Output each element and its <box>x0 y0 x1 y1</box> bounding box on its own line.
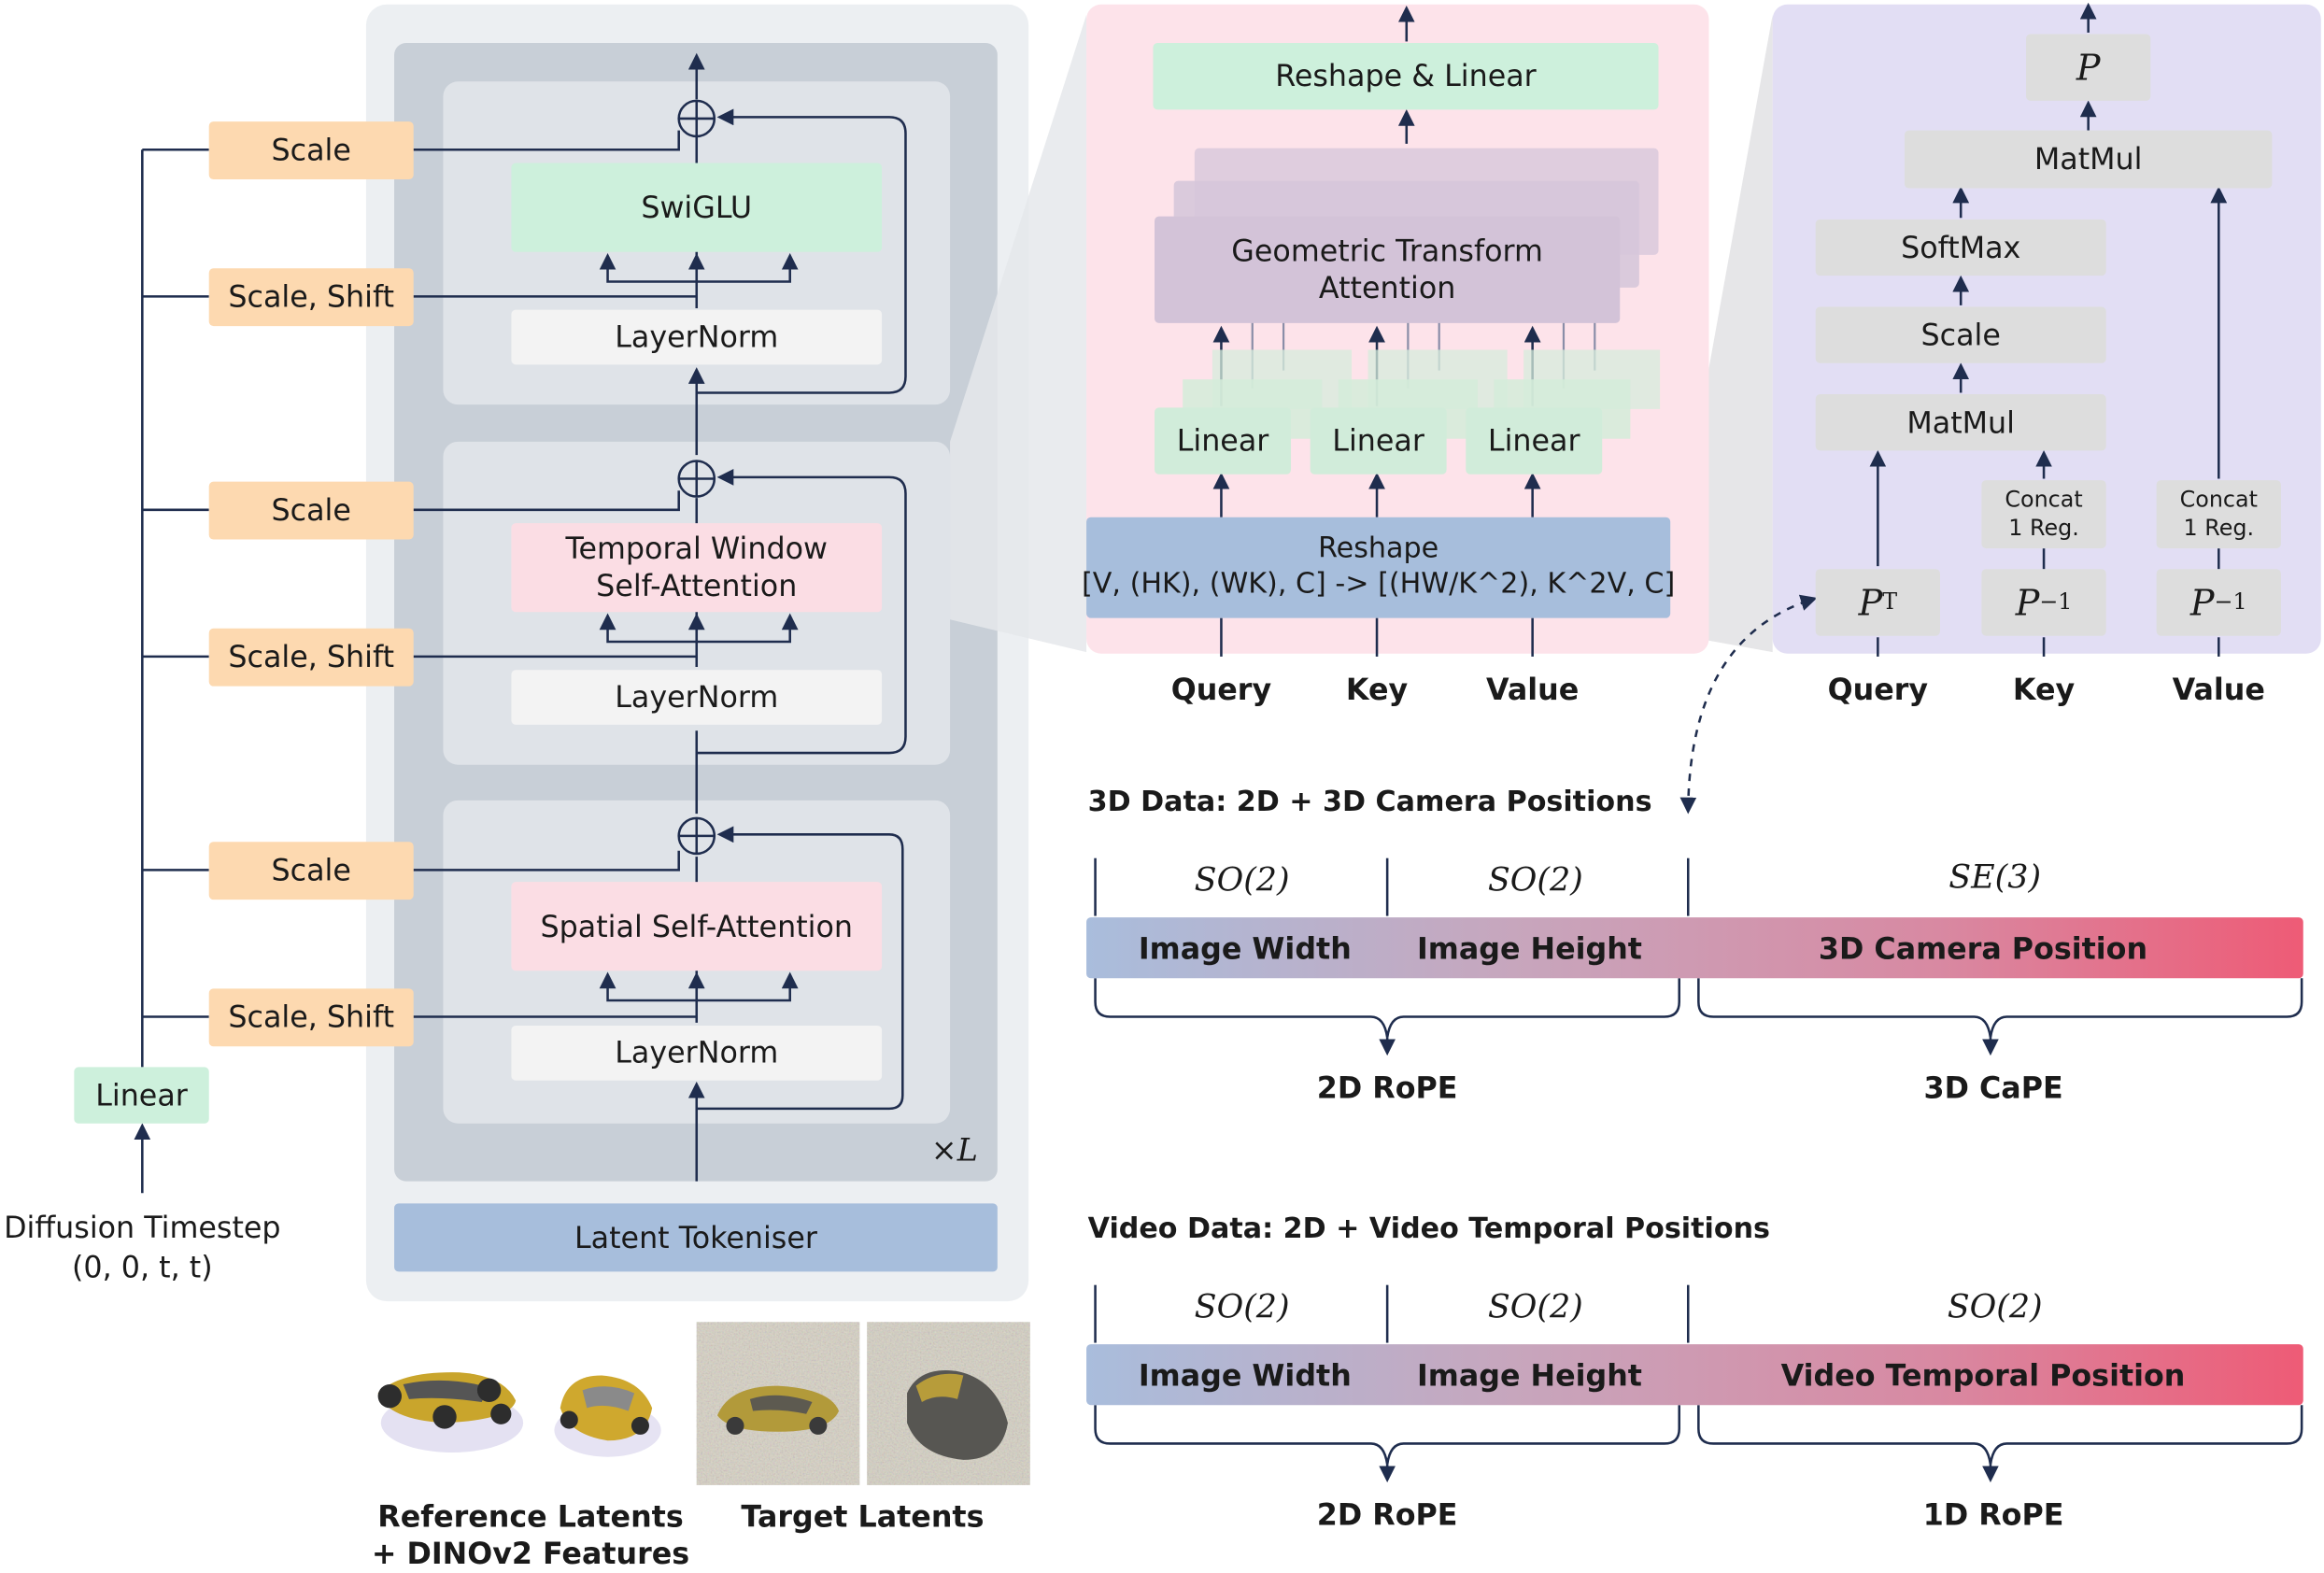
attention-input-query: Query <box>1170 671 1272 707</box>
scale-box-mlp: Scale <box>208 121 414 179</box>
p-output-box: P <box>2026 34 2151 101</box>
concat-value-line2: 1 Reg. <box>2183 514 2255 542</box>
gta-label-line2: Attention <box>1318 269 1456 305</box>
pos3d-group-camera: SE(3) <box>1948 858 2042 897</box>
reference-latents-label-1: Reference Latents <box>377 1497 684 1534</box>
posvid-segment-width: Image Width <box>1138 1356 1352 1393</box>
temporal-attention-box: Temporal Window Self-Attention <box>511 523 883 613</box>
timestep-value: (0, 0, t, t) <box>72 1249 213 1285</box>
posvid-bar <box>1086 1344 2303 1406</box>
latent-tokeniser-box: Latent Tokeniser <box>394 1203 998 1272</box>
scale-box-spatial: Scale <box>208 842 414 900</box>
pos3d-group-width: SO(2) <box>1194 861 1290 900</box>
p-inverse-box-key: P−1 <box>1981 569 2106 636</box>
layernorm-box-mlp: LayerNorm <box>511 309 883 365</box>
scale-shift-box-temporal: Scale, Shift <box>208 628 414 687</box>
concat-box-value: Concat 1 Reg. <box>2156 480 2281 549</box>
spatial-attention-box: Spatial Self-Attention <box>511 882 883 971</box>
linear-box-value: Linear <box>1466 407 1603 475</box>
reshape-linear-box: Reshape & Linear <box>1153 43 1659 110</box>
pos3d-title: 3D Data: 2D + 3D Camera Positions <box>1087 785 1652 818</box>
p-transpose-base: P <box>1858 581 1883 624</box>
pos3d-encoding-3d-cape: 3D CaPE <box>1923 1070 2063 1106</box>
temporal-attention-line2: Self-Attention <box>596 567 798 603</box>
posvid-segment-temporal: Video Temporal Position <box>1780 1356 2186 1393</box>
gta-box: Geometric Transform Attention <box>1155 216 1621 323</box>
reference-latents-label-2: + DINOv2 Features <box>371 1535 690 1571</box>
posvid-group-height: SO(2) <box>1487 1288 1583 1326</box>
gta-label-line1: Geometric Transform <box>1231 233 1543 269</box>
posvid-encoding-1d-rope: 1D RoPE <box>1922 1496 2064 1533</box>
timestep-linear-box: Linear <box>74 1067 209 1124</box>
target-latent-2-image <box>867 1322 1030 1485</box>
reference-car-1-icon <box>377 1372 524 1453</box>
scale-box: Scale <box>1815 306 2106 363</box>
posvid-encoding-2d-rope: 2D RoPE <box>1316 1496 1458 1533</box>
reshape-box: Reshape [V, (HK), (WK), C] -> [(HW/K^2),… <box>1082 517 1675 618</box>
attention-input-value: Value <box>1486 671 1580 707</box>
concat-box-key: Concat 1 Reg. <box>1981 480 2106 549</box>
posvid-segment-height: Image Height <box>1416 1356 1642 1393</box>
layernorm-box-spatial: LayerNorm <box>511 1025 883 1081</box>
repeat-label: ×L <box>930 1132 978 1169</box>
p-transpose-sup: T <box>1882 588 1898 616</box>
attention-input-key: Key <box>1345 671 1409 707</box>
gta-input-value: Value <box>2172 671 2265 707</box>
scale-shift-box-mlp: Scale, Shift <box>208 268 414 327</box>
pos3d-encoding-2d-rope: 2D RoPE <box>1316 1070 1458 1106</box>
posvid-group-temporal: SO(2) <box>1947 1288 2043 1326</box>
pos3d-segment-height: Image Height <box>1416 929 1642 966</box>
p-inverse-value-sup: −1 <box>2214 588 2247 616</box>
gta-input-query: Query <box>1827 671 1929 707</box>
layernorm-box-temporal: LayerNorm <box>511 670 883 725</box>
softmax-box: SoftMax <box>1815 219 2106 276</box>
scale-shift-box-spatial: Scale, Shift <box>208 988 414 1047</box>
p-inverse-value-base: P <box>2189 581 2215 624</box>
pos3d-segment-camera: 3D Camera Position <box>1818 929 2148 966</box>
p-inverse-key-base: P <box>2015 581 2040 624</box>
pos3d-segment-width: Image Width <box>1138 929 1352 966</box>
posvid-group-width: SO(2) <box>1194 1288 1290 1326</box>
target-latents-label: Target Latents <box>741 1497 985 1534</box>
p-inverse-key-sup: −1 <box>2039 588 2073 616</box>
timestep-label: Diffusion Timestep <box>4 1209 281 1245</box>
matmul-box-top: MatMul <box>1904 130 2273 189</box>
concat-key-line1: Concat <box>2005 485 2083 513</box>
target-latent-1-image <box>696 1322 860 1485</box>
concat-key-line2: 1 Reg. <box>2008 514 2079 542</box>
reshape-label-line2: [V, (HK), (WK), C] -> [(HW/K^2), K^2V, C… <box>1082 567 1676 601</box>
reshape-label-line1: Reshape <box>1318 532 1439 565</box>
concat-value-line1: Concat <box>2179 485 2258 513</box>
swiglu-box: SwiGLU <box>511 163 883 252</box>
linear-box-key: Linear <box>1310 407 1447 475</box>
p-inverse-box-value: P−1 <box>2156 569 2281 636</box>
posvid-title: Video Data: 2D + Video Temporal Position… <box>1087 1212 1771 1245</box>
pos3d-group-height: SO(2) <box>1487 861 1583 900</box>
pos3d-bar <box>1086 917 2303 979</box>
gta-input-key: Key <box>2012 671 2076 707</box>
reference-car-2-icon <box>554 1375 661 1457</box>
linear-box-query: Linear <box>1155 407 1292 475</box>
matmul-box-bottom: MatMul <box>1815 394 2106 451</box>
temporal-attention-line1: Temporal Window <box>565 531 828 567</box>
scale-box-temporal: Scale <box>208 481 414 540</box>
